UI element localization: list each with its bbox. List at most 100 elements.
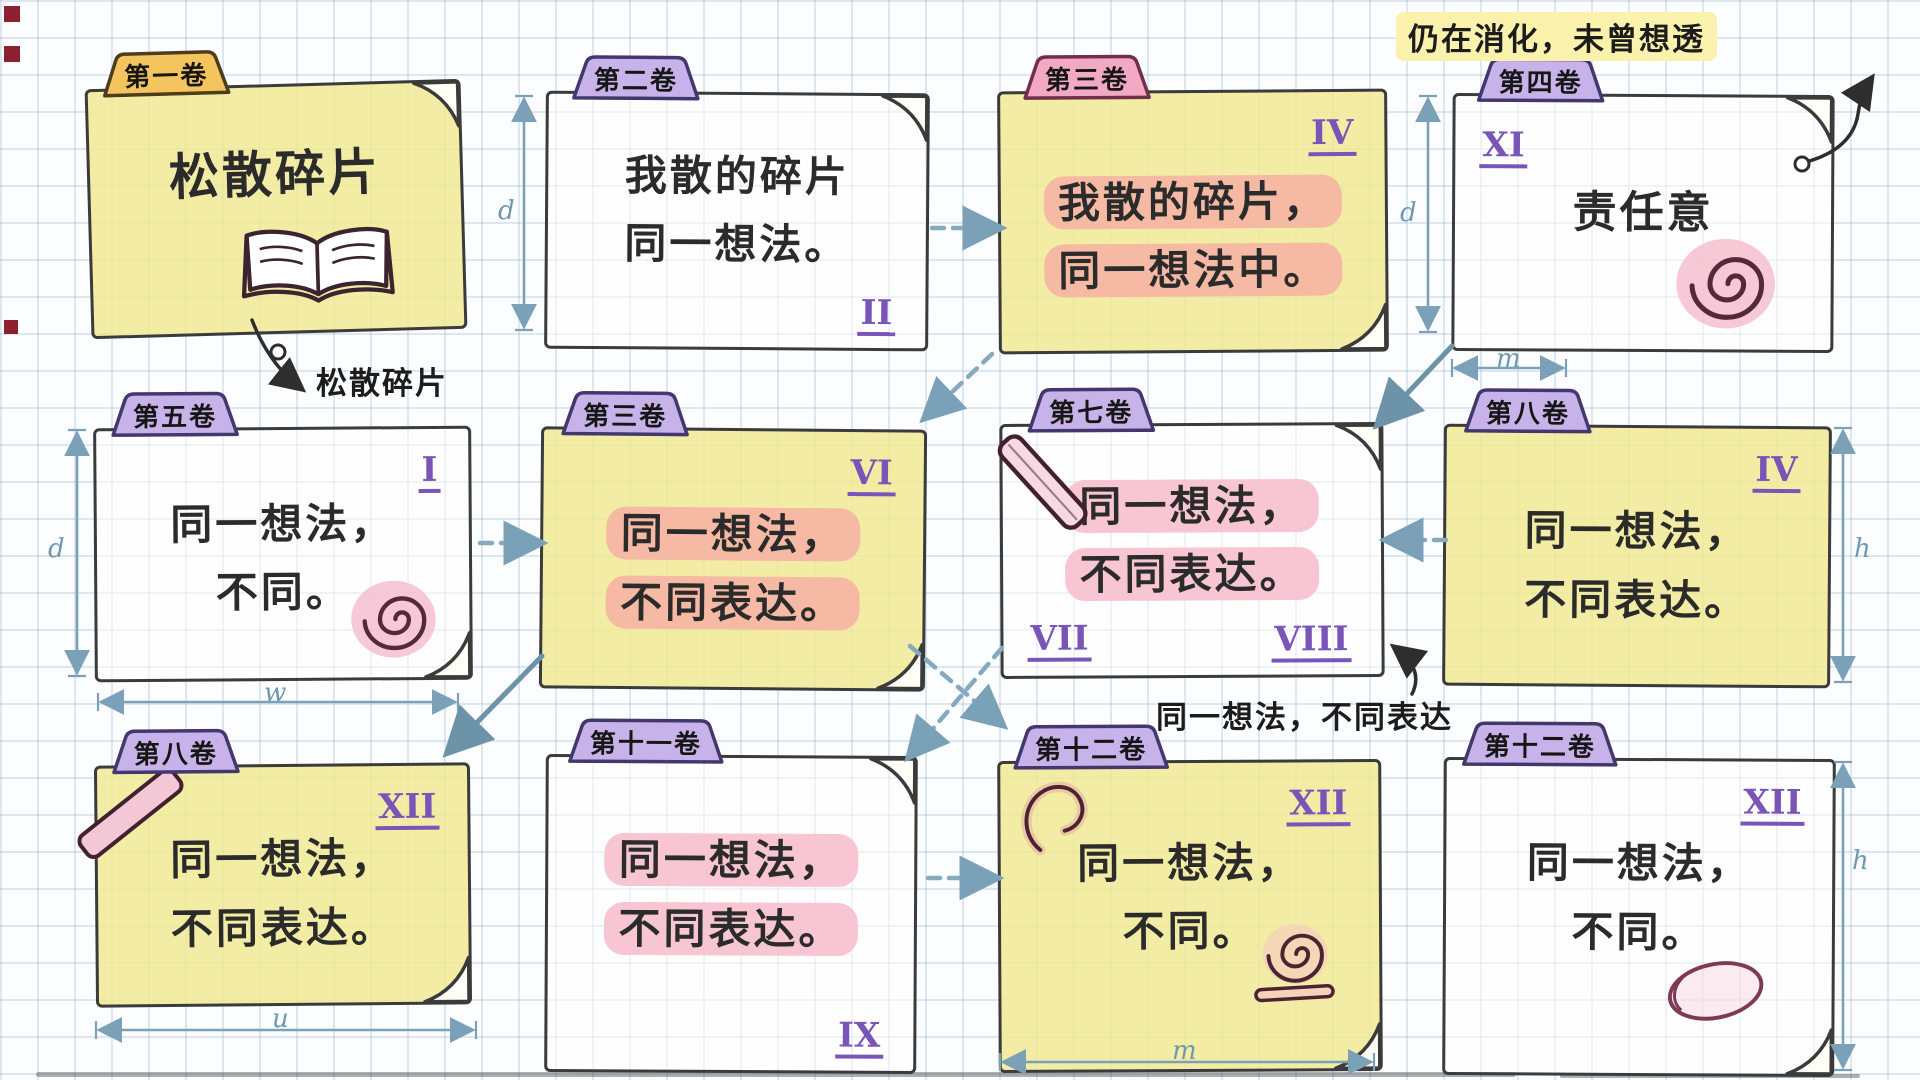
card-text-line: 同一想法，	[604, 833, 858, 888]
notebook-margin-mark	[4, 6, 20, 22]
card-text: 我散的碎片， 同一想法中。	[1001, 174, 1386, 299]
tab-shape	[103, 50, 231, 98]
card-tab: 第八卷	[107, 727, 245, 775]
note-card-vol1: 第一卷 松散碎片	[84, 50, 468, 340]
card-text-line: 同一想法。	[624, 220, 850, 269]
roman-numeral: I	[418, 450, 441, 493]
card-tab-label: 第二卷	[593, 64, 679, 96]
card-tab: 第三卷	[556, 389, 694, 437]
roman-numeral: XII	[1286, 783, 1351, 827]
card-text-line: 不同表达。	[605, 575, 860, 631]
card-text-line: 不同表达。	[1524, 575, 1750, 625]
note-card-vol2: 第二卷 我散的碎片同一想法。 II	[544, 55, 930, 352]
folded-corner	[1332, 423, 1383, 473]
tab-shape	[572, 55, 700, 101]
folded-corner	[1783, 1026, 1834, 1076]
clip-icon	[77, 754, 188, 870]
card-tab-label: 第五卷	[132, 400, 218, 432]
card-text-line: 不同表达。	[604, 901, 858, 956]
card-text-line: 不同。	[1571, 907, 1707, 956]
card-text-line: 同一想法，	[1077, 838, 1303, 887]
card-tab: 第二卷	[567, 54, 705, 101]
notebook-margin-mark	[4, 46, 20, 62]
card-text: 同一想法， 不同表达。	[548, 833, 915, 957]
note-card-vol11: 第十一卷 同一想法， 不同表达。 IX	[544, 718, 918, 1074]
annotation-loose-fragments: 松散碎片	[316, 366, 448, 401]
card-tab-label: 第十一卷	[589, 727, 702, 759]
oval-icon	[1655, 951, 1775, 1036]
tab-shape	[568, 718, 724, 764]
card-text-line: 不同。	[215, 568, 351, 617]
card-text-line: 松散碎片	[168, 143, 382, 206]
dimension-label: m	[1496, 344, 1521, 374]
note-card-vol3: 第三卷 我散的碎片， 同一想法中。 IV	[997, 54, 1389, 355]
folded-corner	[867, 756, 917, 807]
card-tab-label: 第一卷	[123, 59, 209, 92]
card-text-line: 不同。	[1122, 907, 1258, 955]
dimension-label: m	[1172, 1036, 1197, 1066]
card-text-line: 同一想法，	[606, 506, 860, 562]
paperclip-icon	[1010, 769, 1107, 871]
card-tab-label: 第十二卷	[1483, 730, 1596, 762]
roman-numeral: VI	[847, 453, 896, 497]
card-text: 松散碎片	[89, 138, 461, 211]
snail-icon	[1239, 912, 1350, 1017]
note-card-vol8: 第八卷同一想法， 不同表达。 IV	[1442, 388, 1832, 689]
card-tab: 第七卷	[1022, 386, 1160, 433]
card-tab-label: 第七卷	[1049, 396, 1134, 428]
card-tab-label: 第三卷	[1044, 63, 1130, 95]
card-text: 同一想法，不同。	[1446, 837, 1833, 960]
dimension-label: d	[1400, 198, 1417, 228]
tab-shape	[1464, 388, 1592, 434]
folded-corner	[409, 80, 461, 131]
card-tab-label: 第十二卷	[1035, 733, 1148, 765]
card-tab: 第三卷	[1018, 53, 1156, 100]
dimension-label: w	[264, 678, 287, 708]
note-card-vol12b: 第十二卷 同一想法，不同。XII	[1442, 721, 1836, 1078]
folded-corner	[1332, 1020, 1382, 1070]
spiral-icon	[345, 569, 442, 671]
card-text-line: 同一想法中。	[1044, 242, 1343, 298]
tab-shape	[112, 728, 240, 775]
card-text-line: 不同表达。	[170, 903, 397, 953]
roman-numeral: IX	[834, 1016, 884, 1059]
card-tab: 第十一卷	[563, 717, 729, 764]
card-text-line: 不同表达。	[1065, 546, 1319, 602]
card-text-line: 同一想法，	[1524, 506, 1750, 556]
card-text: 我散的碎片同一想法。	[548, 149, 927, 273]
folded-corner	[879, 94, 929, 144]
card-tab: 第十二卷	[1457, 720, 1623, 767]
roman-numeral: IV	[1307, 113, 1357, 156]
book-icon	[231, 222, 404, 326]
annotation-same-idea-different-expression: 同一想法，不同表达	[1156, 700, 1453, 735]
tab-shape	[1027, 387, 1156, 433]
card-tab-label: 第三卷	[583, 400, 668, 431]
roman-numeral: VIII	[1271, 619, 1352, 663]
roman-numeral: IV	[1752, 450, 1801, 493]
card-text: 同一想法， 不同表达。	[542, 506, 923, 631]
folded-corner	[1338, 301, 1388, 351]
annotation-still-digesting: 仍在消化，未曾想透	[1396, 12, 1717, 61]
note-card-vol5: 第五卷 同一想法，不同。I	[93, 391, 473, 683]
pen-icon	[980, 418, 1111, 554]
tab-shape	[111, 391, 239, 437]
notebook-margin-mark	[4, 320, 18, 334]
folded-corner	[1783, 96, 1834, 146]
pencil-smudge	[36, 1072, 1516, 1077]
tab-shape	[1462, 721, 1618, 767]
dimension-label: h	[1854, 534, 1871, 564]
card-tab: 第十二卷	[1008, 723, 1174, 770]
dimension-label: u	[272, 1004, 289, 1034]
card-text-line: 我散的碎片，	[1043, 174, 1343, 230]
card-text-line: 同一想法，	[170, 834, 396, 884]
card-tab: 第八卷	[1459, 387, 1597, 434]
roman-numeral: II	[857, 293, 896, 337]
roman-numeral: VII	[1027, 619, 1092, 662]
note-card-vol12a: 第十二卷 同一想法， 不同。 XII	[997, 724, 1383, 1074]
card-tab: 第一卷	[97, 48, 236, 98]
folded-corner	[421, 953, 471, 1004]
tab-shape	[1023, 54, 1151, 100]
